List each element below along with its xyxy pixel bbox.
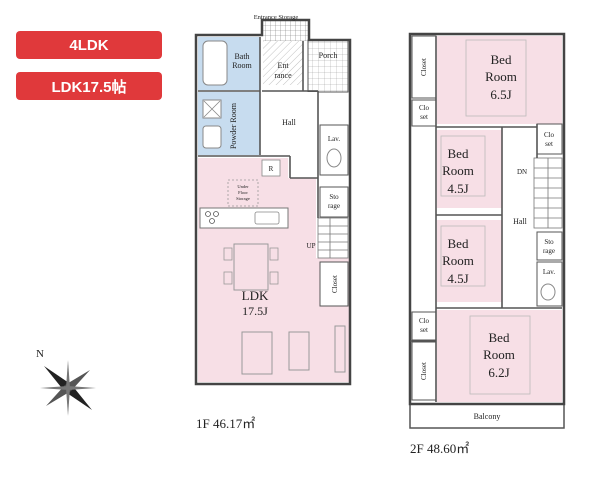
toilet-1f (326, 148, 342, 168)
hall-area (262, 92, 318, 154)
interior-walls-2f (410, 36, 562, 402)
closet-label-1f: Closet (331, 275, 339, 293)
tv-board (334, 325, 346, 373)
bath-label-1: Bath (234, 52, 249, 61)
closet-2f-bottom (411, 341, 437, 401)
closet-small-label-1a: Clo (419, 104, 430, 112)
entrance-label-2: rance (274, 71, 292, 80)
stove-icon (205, 211, 219, 224)
ldk-size-label: 17.5J (242, 304, 268, 318)
coffee-table (288, 331, 310, 371)
bed-2-label-b: Room (442, 163, 474, 178)
closet-2f-top (411, 35, 437, 99)
bed-3-label-a: Bed (448, 236, 469, 251)
toilet-2f (540, 283, 556, 301)
under-floor-label-3: Storage (236, 196, 250, 201)
entrance-label-1: Ent (277, 61, 289, 70)
closet-small-label-3b: set (420, 326, 428, 334)
floor-2-caption: 2F 48.60㎡ (410, 441, 470, 456)
bed-1-label-a: Bed (491, 52, 512, 67)
hall-label-1f: Hall (282, 118, 297, 127)
bathtub (202, 40, 228, 86)
entrance-storage-area (263, 20, 309, 41)
porch-label: Porch (319, 51, 338, 60)
beds (440, 39, 531, 395)
balcony-label: Balcony (474, 412, 501, 421)
closet-small-label-2b: set (545, 140, 553, 148)
balcony-area (409, 403, 565, 429)
storage-label-1f-2: rage (328, 202, 340, 210)
layout-badge: 4LDK (16, 31, 162, 59)
closet-area-1f (319, 261, 349, 307)
closet-label-2f-bottom: Closet (420, 362, 428, 380)
bed-2-label-a: Bed (448, 146, 469, 161)
closet-small-label-3a: Clo (419, 317, 430, 325)
walls-2f (408, 32, 566, 406)
floor-2-plan: Closet Clo set Clo set Clo set Closet Be… (408, 32, 566, 429)
ldk-size-badge: LDK17.5帖 (16, 72, 162, 100)
lav-label-1f: Lav. (328, 135, 340, 143)
bed-4-label-b: Room (483, 347, 515, 362)
bath-label-2: Room (232, 61, 252, 70)
hall-label-2f: Hall (513, 217, 528, 226)
floor-1-caption: 1F 46.17㎡ (196, 416, 256, 431)
bed-3-label-c: 4.5J (447, 271, 468, 286)
bed-3-label-b: Room (442, 253, 474, 268)
closet-small-label-1b: set (420, 113, 428, 121)
dining-table (233, 243, 269, 291)
storage-area-2f (536, 231, 563, 261)
compass-icon (40, 360, 96, 416)
closet-2f-small-3 (411, 311, 437, 341)
storage-label-2f-a: Sto (544, 238, 554, 246)
entrance-storage-label: Entrance Storage (254, 14, 299, 21)
bed-4-label-c: 6.2J (488, 365, 509, 380)
storage-label-1f-1: Sto (329, 193, 339, 201)
under-floor-label-2: Floor (238, 190, 248, 195)
closet-label-2f-top: Closet (420, 58, 428, 76)
entrance-area (263, 41, 303, 85)
compass-north-label: N (36, 348, 44, 360)
bed-room-1-area (437, 36, 562, 124)
storage-area-1f (319, 186, 349, 218)
stairs-1f (317, 217, 349, 259)
storage-label-2f-b: rage (543, 247, 555, 255)
dn-label: DN (517, 168, 527, 176)
stairs-2f (533, 157, 563, 229)
hall-area-2f (503, 130, 537, 308)
kitchen-sink (254, 211, 280, 225)
powder-room-label: Powder Room (229, 102, 238, 149)
dining-chairs (223, 247, 279, 285)
porch-area (307, 39, 349, 93)
bed-2-label-c: 4.5J (447, 181, 468, 196)
interior-walls-1f (198, 37, 319, 218)
bed-room-4-area (437, 310, 562, 402)
closet-small-label-2a: Clo (544, 131, 555, 139)
refrigerator (261, 159, 281, 177)
bed-1-label-c: 6.5J (490, 87, 511, 102)
bed-room-3-area (437, 220, 502, 302)
wash-basin (202, 125, 222, 149)
bed-1-label-b: Room (485, 69, 517, 84)
refrigerator-label: R (269, 165, 274, 173)
bed-room-2-area (437, 130, 502, 208)
lav-label-2f: Lav. (543, 268, 555, 276)
under-floor-label-1: Under (237, 184, 249, 189)
bed-4-label-a: Bed (489, 330, 510, 345)
sofa (241, 331, 273, 375)
ldk-label: LDK (242, 288, 269, 303)
closet-2f-small-2 (536, 123, 563, 155)
walls-1f (194, 18, 352, 386)
up-label: UP (307, 242, 316, 250)
floor-1-plan: Entrance Storage Bath Room Ent rance Por… (194, 14, 352, 386)
